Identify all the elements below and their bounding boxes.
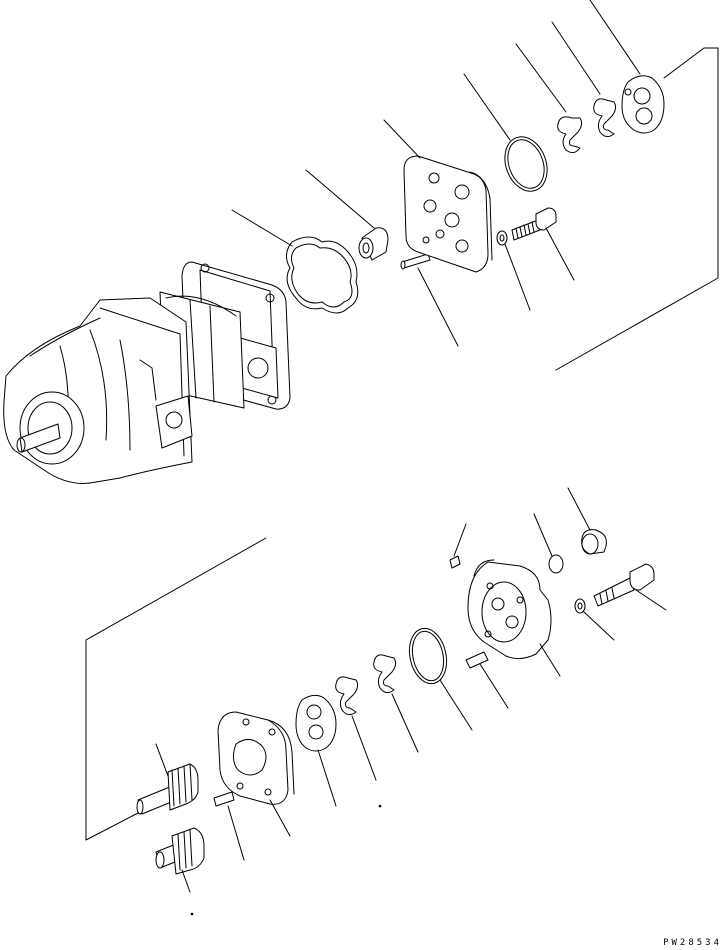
stray-dot <box>191 913 193 915</box>
stray-dot <box>379 805 381 807</box>
dowel-pin-lower-rear <box>214 792 244 860</box>
bolt-upper <box>512 208 574 280</box>
o-ring-lower <box>405 625 472 730</box>
o-ring-upper <box>464 74 554 197</box>
bushing-upper <box>306 170 388 260</box>
bolt-lower <box>594 564 666 610</box>
small-pin-lower <box>450 524 466 568</box>
snap-ring-lower-a <box>374 655 418 752</box>
snap-ring-upper-b <box>552 22 616 137</box>
gasket-upper <box>232 210 358 313</box>
dowel-pin-lower <box>466 652 508 708</box>
drawing-code: PW28534 <box>663 938 722 948</box>
wear-plate-upper <box>590 0 664 133</box>
seal-disc-lower <box>534 514 563 573</box>
cover-plate-upper <box>384 120 492 272</box>
snap-ring-upper-a <box>516 44 582 153</box>
callout-bracket-upper <box>556 48 718 370</box>
callout-bracket-lower <box>86 538 266 840</box>
washer-lower <box>575 599 614 640</box>
drive-gear-shaft <box>137 744 198 814</box>
driven-gear-shaft <box>156 828 204 892</box>
snap-ring-lower-b <box>336 677 376 780</box>
gear-housing-lower <box>218 712 294 836</box>
washer-upper <box>497 231 530 310</box>
plug-lower <box>568 488 606 554</box>
pump-assembly <box>4 262 290 484</box>
wear-plate-lower <box>296 695 336 806</box>
dowel-pin-upper <box>401 254 458 346</box>
front-cover-lower <box>468 560 560 676</box>
